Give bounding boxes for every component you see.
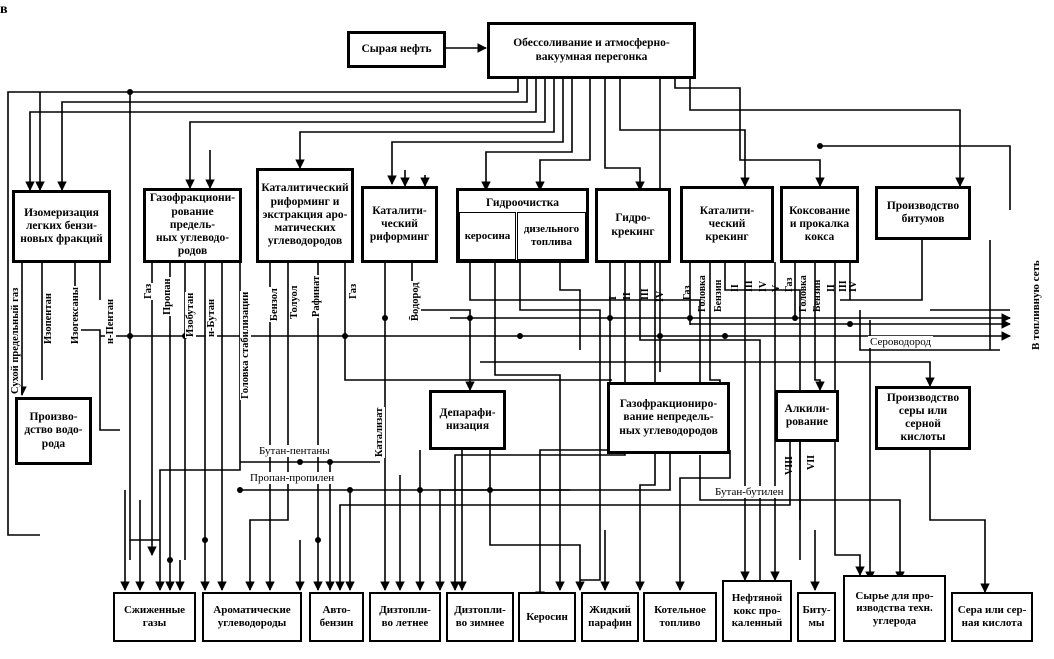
hydrocracking-box: Гидро- крекинг [595, 188, 671, 263]
gas-fractionation-saturated-box: Газофракциони- рование предель- ных угле… [143, 188, 242, 263]
crude-oil-box: Сырая нефть [347, 31, 446, 68]
gas-fractionation-unsaturated-box: Газофракциониро- вание непредель- ных уг… [607, 382, 730, 454]
label-butane-pentanes: Бутан-пентаны [257, 445, 332, 457]
output-kerosene: Керосин [518, 592, 576, 642]
hc-roman-3: III [640, 288, 651, 300]
label-hydrogen-sulfide: Сероводород [868, 336, 934, 348]
label-stabilization-head: Головка стабилизации [240, 290, 251, 400]
label-n-butane: н-Бутан [206, 297, 217, 338]
alk-roman-8: VIII [784, 456, 795, 475]
ck-label-head: Головка [798, 275, 809, 312]
output-motor-gasoline: Авто- бензин [309, 592, 364, 642]
alkylation-box: Алкили- рование [775, 390, 839, 442]
hydrotreating-diesel-box: дизельного топлива [517, 212, 586, 260]
output-bitumens: Биту- мы [797, 592, 836, 642]
label-gas-2: Газ [348, 282, 359, 300]
catalytic-cracking-box: Каталити- ческий крекинг [680, 186, 774, 263]
output-aromatic-hydrocarbons: Ароматические углеводороды [202, 592, 302, 642]
label-n-pentane: н-Пентан [105, 297, 116, 345]
cc-roman-4: IV [758, 280, 769, 292]
catalytic-reforming-box: Каталити- ческий риформинг [361, 186, 438, 263]
alk-roman-7: VII [806, 454, 817, 470]
label-toluene: Толуол [289, 284, 300, 320]
label-fuel-network: В топливную сеть [1030, 260, 1042, 350]
label-propane: Пропан [162, 277, 173, 316]
coking-box: Коксование и прокалка кокса [780, 186, 859, 263]
ck-roman-2: II [826, 284, 837, 292]
dewaxing-box: Депарафи- низация [429, 390, 506, 450]
cc-roman-2: II [730, 284, 741, 292]
label-hydrogen: Водород [410, 281, 421, 322]
catalytic-reforming-extraction-box: Каталитический риформинг и экстракция ар… [256, 168, 354, 263]
hydrogen-production-box: Произво- дство водо- рода [15, 397, 92, 465]
ck-label-gasoline: Бензин [812, 279, 823, 312]
sulfur-production-box: Производство серы или серной кислоты [875, 386, 971, 450]
output-liquid-paraffin: Жидкий парафин [581, 592, 639, 642]
corner-mark: в [0, 2, 8, 17]
output-boiler-fuel: Котельное топливо [643, 592, 717, 642]
label-propane-propylene: Пропан-пропилен [248, 472, 337, 484]
hc-roman-1: I [608, 296, 619, 300]
distillation-box: Обессоливание и атмосферно- вакуумная пе… [487, 22, 696, 79]
label-isobutane: Изобутан [185, 291, 196, 338]
hc-roman-4: IV [655, 290, 666, 302]
label-benzene: Бензол [269, 287, 280, 322]
isomerization-box: Изомеризация легких бензи- новых фракций [12, 190, 111, 263]
label-dry-gas: Сухой предельный газ [10, 286, 21, 395]
label-gas: Газ [143, 282, 154, 300]
label-butane-butylene: Бутан-бутилен [713, 486, 786, 498]
output-diesel-winter: Дизтопли- во зимнее [446, 592, 514, 642]
output-sulfur-acid: Сера или сер- ная кислота [951, 592, 1033, 642]
hydrotreating-title: Гидроочистка [486, 197, 559, 209]
cc-roman-5: V [771, 284, 782, 292]
output-diesel-summer: Дизтопли- во летнее [369, 592, 441, 642]
cc-label-gas: Газ [682, 285, 693, 300]
label-catalyzate: Катализат [374, 406, 385, 458]
cc-label-head: Головка [697, 275, 708, 312]
ck-roman-4: IV [848, 280, 859, 292]
hc-roman-2: II [622, 292, 633, 300]
label-raffinate: Рафинат [311, 274, 322, 318]
output-carbon-black-feedstock: Сырье для про- изводства техн. углерода [843, 575, 946, 642]
output-liquefied-gases: Сжиженные газы [113, 592, 196, 642]
hydrotreating-kerosene-box: керосина [459, 212, 516, 260]
label-isohexanes: Изогексаны [70, 286, 81, 345]
cc-label-gasoline: Бензин [713, 279, 724, 312]
ck-label-gas: Газ [784, 277, 795, 292]
label-isopentane: Изопентан [43, 292, 54, 345]
cc-roman-3: III [744, 280, 755, 292]
output-petroleum-coke: Нефтяной кокс про- каленный [722, 580, 792, 642]
bitumen-production-box: Производство битумов [875, 186, 971, 240]
